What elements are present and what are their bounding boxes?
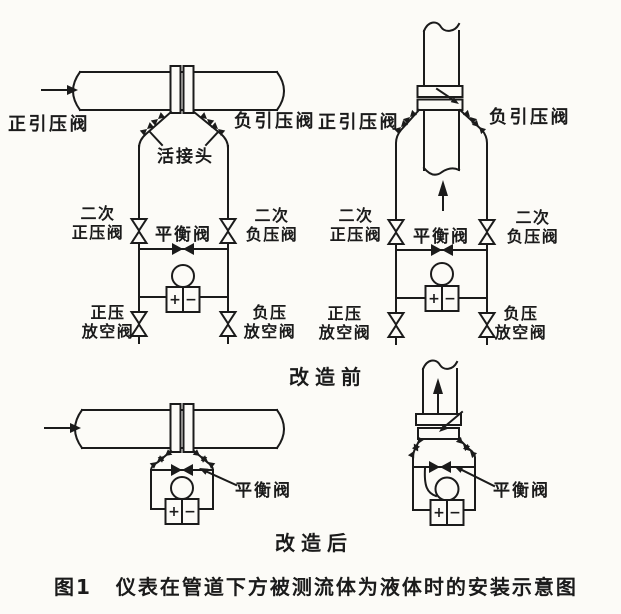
label-secondary-neg-valve: 二次 负压阀 [501,208,565,246]
label-line: 放空阀 [243,322,297,341]
plus-chamber-mark: + [168,504,180,520]
process-pipe [422,21,461,176]
label-secondary-pos-valve: 二次 正压阀 [64,204,132,242]
plus-chamber-mark: + [428,291,440,307]
after-horizontal-diagram: + − [44,403,285,525]
label-neg-impulse-valve: 负引压阀 [234,111,316,132]
label-line: 二次 [254,206,290,225]
inner-impulse-bend [423,466,438,498]
label-line: 负压阀 [245,225,299,244]
dp-transmitter: + − [424,262,460,312]
neg-union-icon [210,122,226,136]
balance-valve-leader-arrow [199,468,238,487]
label-pos-vent-valve: 正压 放空阀 [76,303,140,341]
label-balance-valve: 平衡阀 [413,227,470,247]
orifice-flanges [416,85,464,111]
label-neg-impulse-valve: 负引压阀 [489,107,571,128]
secondary-pos-valve-icon [130,218,148,244]
union-leader-lines [148,130,220,147]
minus-chamber-mark: − [444,291,456,307]
figure-title: 仪表在管道下方被测流体为液体时的安装示意图 [115,575,578,599]
pos-vent-valve-icon [387,312,405,338]
flow-arrow-icon [433,378,443,413]
label-line: 负压 [252,303,288,322]
balance-valve-icon [429,461,451,473]
minus-chamber-mark: − [449,505,461,521]
flow-arrow-icon [438,180,448,211]
label-neg-vent-valve: 负压 放空阀 [489,304,553,342]
minus-chamber-mark: − [185,292,197,308]
label-pos-vent-valve: 正压 放空阀 [313,304,377,342]
manifold-sides [150,469,214,510]
label-line: 正压 [90,303,126,322]
label-neg-vent-valve: 负压 放空阀 [237,303,303,341]
figure-number: 图1 [54,575,92,599]
label-line: 正压阀 [329,225,383,244]
orifice-plate [169,403,195,453]
minus-chamber-mark: − [184,504,196,520]
orifice-flanges [415,413,462,440]
label-balance-valve: 平衡阀 [493,481,550,501]
dp-transmitter: + − [429,476,465,526]
orifice-pointer-arrow [439,410,464,432]
neg-vent-valve-icon [219,311,237,337]
orifice-pointer-arrow [435,87,459,104]
balance-valve-icon [171,464,193,476]
plus-chamber-mark: + [169,292,181,308]
label-line: 正压 [327,304,363,323]
label-secondary-neg-valve: 二次 负压阀 [240,206,304,244]
plus-chamber-mark: + [433,505,445,521]
section-label-before: 改造前 [289,365,367,389]
label-line: 二次 [515,208,551,227]
secondary-pos-valve-icon [387,219,405,245]
label-balance-valve: 平衡阀 [155,225,212,245]
label-line: 放空阀 [81,322,135,341]
label-line: 负压阀 [506,227,560,246]
label-balance-valve: 平衡阀 [235,481,292,501]
secondary-neg-valve-icon [219,218,237,244]
label-line: 放空阀 [494,323,548,342]
label-secondary-pos-valve: 二次 正压阀 [322,206,390,244]
label-union-joint: 活接头 [157,147,214,167]
label-line: 二次 [338,206,374,225]
orifice-plate [169,65,195,114]
pos-impulse-line [394,108,421,145]
dp-transmitter: + − [165,264,201,313]
label-pos-impulse-valve: 正引压阀 [318,112,400,133]
balance-valve-leader-arrow [454,466,496,488]
figure-caption: 图1 仪表在管道下方被测流体为液体时的安装示意图 [54,571,578,600]
label-line: 正压阀 [71,223,125,242]
secondary-neg-valve-icon [478,219,496,245]
label-line: 二次 [80,204,116,223]
label-pos-impulse-valve: 正引压阀 [8,114,90,135]
before-horizontal-diagram: + − [41,65,285,344]
label-line: 放空阀 [318,323,372,342]
label-line: 负压 [503,304,539,323]
process-pipe [421,359,459,415]
pos-union-icon [407,443,421,459]
after-vertical-diagram: + − [407,359,496,526]
before-vertical-diagram: + − [387,21,496,345]
section-label-after: 改造后 [275,531,353,555]
dp-transmitter: + − [164,476,200,525]
